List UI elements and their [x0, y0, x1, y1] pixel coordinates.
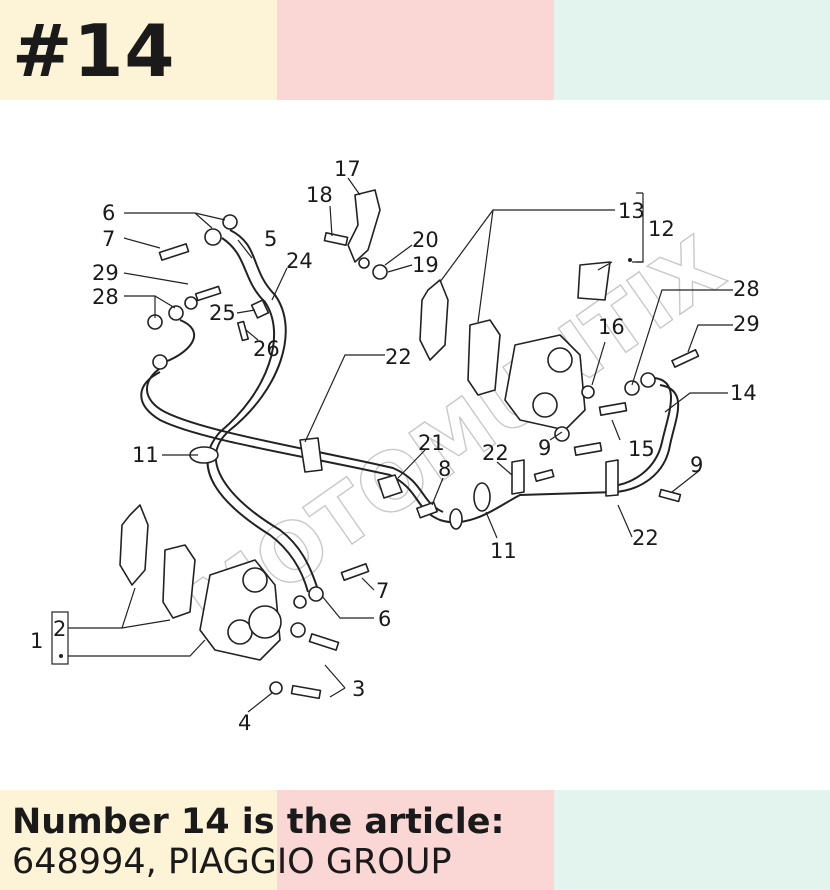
callout-13: 13 — [618, 199, 645, 223]
callout-11-right: 11 — [490, 539, 517, 563]
callout-7-bottom: 7 — [376, 579, 389, 603]
brake-hoses — [140, 229, 680, 593]
callout-8: 8 — [438, 457, 451, 481]
callout-19: 19 — [412, 253, 439, 277]
callout-6-top: 6 — [102, 201, 115, 225]
rear-caliper-group — [419, 261, 611, 431]
front-caliper-group — [119, 504, 282, 661]
callout-26: 26 — [253, 337, 280, 361]
callout-3: 3 — [352, 677, 365, 701]
hardware — [147, 189, 700, 700]
callout-22-middle: 22 — [482, 441, 509, 465]
band-segment-green — [554, 0, 830, 100]
article-number: 648994, PIAGGIO GROUP — [12, 842, 452, 882]
band-segment-yellow — [0, 790, 277, 890]
callout-7-top: 7 — [102, 227, 115, 251]
callout-17: 17 — [334, 157, 361, 181]
callout-29-right: 29 — [733, 312, 760, 336]
callout-4: 4 — [238, 711, 251, 735]
callout-12: 12 — [648, 217, 675, 241]
footer-band — [0, 790, 830, 890]
callout-6-bottom: 6 — [378, 607, 391, 631]
part-number-title: #14 — [12, 9, 176, 93]
callout-14: 14 — [730, 381, 757, 405]
callout-24: 24 — [286, 249, 313, 273]
callout-11-left: 11 — [132, 443, 159, 467]
leader-lines — [51, 177, 733, 713]
callout-18: 18 — [306, 183, 333, 207]
callout-22-top: 22 — [385, 345, 412, 369]
band-segment-pink — [277, 790, 554, 890]
callout-9-left: 9 — [538, 436, 551, 460]
callout-20: 20 — [412, 228, 439, 252]
callout-15: 15 — [628, 437, 655, 461]
callout-5: 5 — [264, 227, 277, 251]
callout-21: 21 — [418, 431, 445, 455]
callout-16: 16 — [598, 315, 625, 339]
callout-9-right: 9 — [690, 453, 703, 477]
callout-29-left: 29 — [92, 261, 119, 285]
callout-1: 1 — [30, 629, 43, 653]
callout-28-right: 28 — [733, 277, 760, 301]
band-segment-pink — [277, 0, 554, 100]
band-segment-yellow — [0, 0, 277, 100]
brake-system-exploded-diagram: MOTOMUNTIX — [30, 157, 760, 735]
band-segment-green — [554, 790, 830, 890]
callout-labels: 1 2 3 4 5 6 6 7 7 8 9 9 11 11 12 13 14 1… — [30, 157, 760, 735]
callout-25: 25 — [209, 301, 236, 325]
header-band — [0, 0, 830, 100]
callout-2: 2 — [53, 617, 66, 641]
callout-28-left: 28 — [92, 285, 119, 309]
article-caption: Number 14 is the article: — [12, 802, 505, 842]
callout-22-bottom: 22 — [632, 526, 659, 550]
